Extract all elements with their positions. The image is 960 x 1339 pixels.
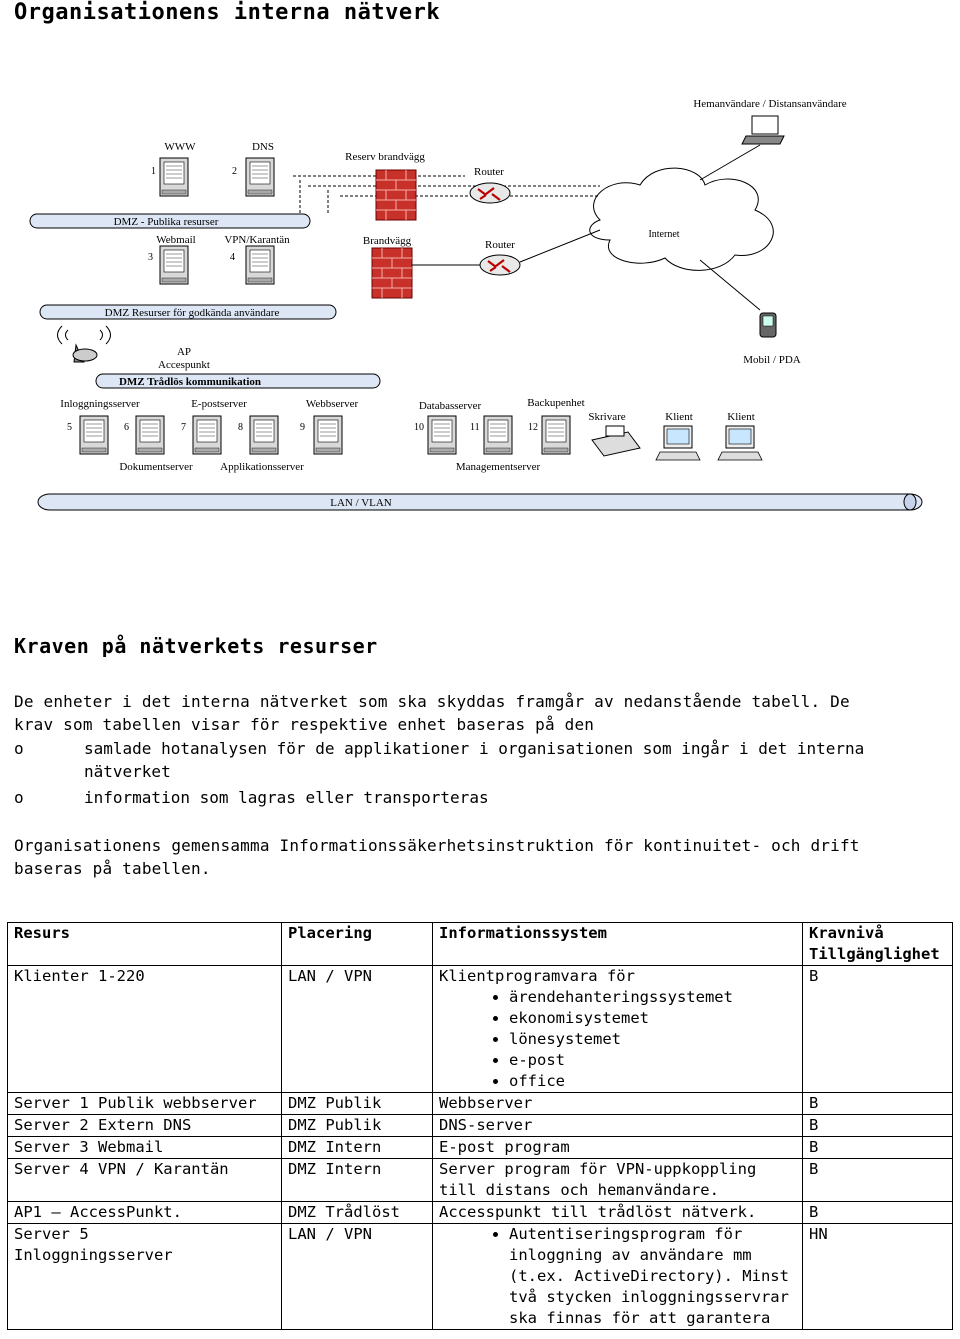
svg-text:5: 5 (67, 422, 72, 433)
svg-text:9: 9 (300, 422, 305, 433)
internet-cloud-icon (589, 167, 774, 271)
reserve-firewall-label: Reserv brandvägg (345, 151, 425, 163)
printer-icon (591, 425, 641, 457)
www-label: WWW (164, 141, 196, 153)
svg-text:Klient: Klient (727, 411, 755, 423)
intro-paragraph: De enheter i det interna nätverket som s… (14, 692, 850, 734)
router-icon (478, 253, 522, 277)
svg-text:Inloggningsserver: Inloggningsserver (60, 398, 140, 410)
router-label: Router (485, 239, 515, 251)
svg-text:6: 6 (124, 422, 129, 433)
page-title: Organisationens interna nätverk (14, 0, 441, 25)
svg-text:Backupenhet: Backupenhet (527, 397, 584, 409)
internet-label: Internet (648, 229, 679, 240)
table-header-row: Resurs Placering Informationssystem Krav… (7, 922, 953, 966)
network-diagram: Hemanvändare / Distansanvändare Internet… (29, 98, 923, 511)
svg-text:Databasserver: Databasserver (419, 400, 482, 412)
resource-table: Resurs Placering Informationssystem Krav… (7, 922, 953, 1330)
svg-text:Webbserver: Webbserver (306, 398, 359, 410)
svg-text:Skrivare: Skrivare (588, 411, 625, 423)
section-title: Kraven på nätverkets resurser (14, 634, 378, 658)
dmz-auth-bar (39, 304, 337, 320)
outro-paragraph: Organisationens gemensamma Informationss… (14, 836, 860, 878)
dmz-public-label: DMZ - Publika resurser (114, 216, 219, 228)
client-2-icon (717, 425, 763, 461)
www-server-icon (159, 157, 189, 197)
svg-text:E-postserver: E-postserver (191, 398, 247, 410)
vpn-server-icon (245, 245, 275, 285)
lan-bar (37, 493, 923, 511)
svg-text:8: 8 (238, 422, 243, 433)
svg-text:Klient: Klient (665, 411, 693, 423)
firewall-icon (371, 247, 413, 299)
svg-text:2: 2 (232, 166, 237, 177)
server-11-icon (483, 415, 513, 455)
access-point-icon (57, 325, 111, 363)
laptop-icon (741, 115, 785, 145)
dmz-wireless-bar (95, 373, 381, 389)
remote-users-label: Hemanvändare / Distansanvändare (693, 98, 846, 110)
dmz-public-bar (29, 213, 311, 229)
client-1-icon (655, 425, 701, 461)
svg-text:10: 10 (414, 422, 424, 433)
server-7-icon (192, 415, 222, 455)
svg-text:12: 12 (528, 422, 538, 433)
server-12-icon (541, 415, 571, 455)
mobile-label: Mobil / PDA (743, 354, 801, 366)
server-8-icon (249, 415, 279, 455)
reserve-firewall-icon (375, 169, 417, 221)
svg-text:4: 4 (230, 252, 235, 263)
server-10-icon (427, 415, 457, 455)
svg-text:7: 7 (181, 422, 186, 433)
router-top-icon (468, 181, 512, 205)
firewall-label: Brandvägg (363, 235, 412, 247)
dns-label: DNS (252, 141, 274, 153)
svg-text:Dokumentserver: Dokumentserver (119, 461, 193, 473)
router-top-label: Router (474, 166, 504, 178)
svg-text:Applikationsserver: Applikationsserver (220, 461, 304, 473)
webmail-server-icon (159, 245, 189, 285)
svg-text:AP: AP (177, 346, 191, 358)
table-row: Klienter 1-220 LAN / VPN Klientprogramva… (7, 965, 953, 1093)
svg-text:Accespunkt: Accespunkt (158, 359, 210, 371)
dmz-auth-label: DMZ Resurser för godkända användare (105, 307, 280, 319)
dns-server-icon (245, 157, 275, 197)
svg-text:VPN/Karantän: VPN/Karantän (224, 234, 290, 246)
svg-text:3: 3 (148, 252, 153, 263)
svg-text:Managementserver: Managementserver (456, 461, 541, 473)
svg-text:Webmail: Webmail (156, 234, 195, 246)
lan-label: LAN / VLAN (330, 497, 392, 509)
svg-text:11: 11 (470, 422, 480, 433)
server-5-icon (79, 415, 109, 455)
svg-text:1: 1 (151, 166, 156, 177)
server-6-icon (135, 415, 165, 455)
pda-icon (759, 312, 777, 338)
server-9-icon (313, 415, 343, 455)
dmz-wireless-label: DMZ Trådlös kommunikation (119, 376, 261, 388)
